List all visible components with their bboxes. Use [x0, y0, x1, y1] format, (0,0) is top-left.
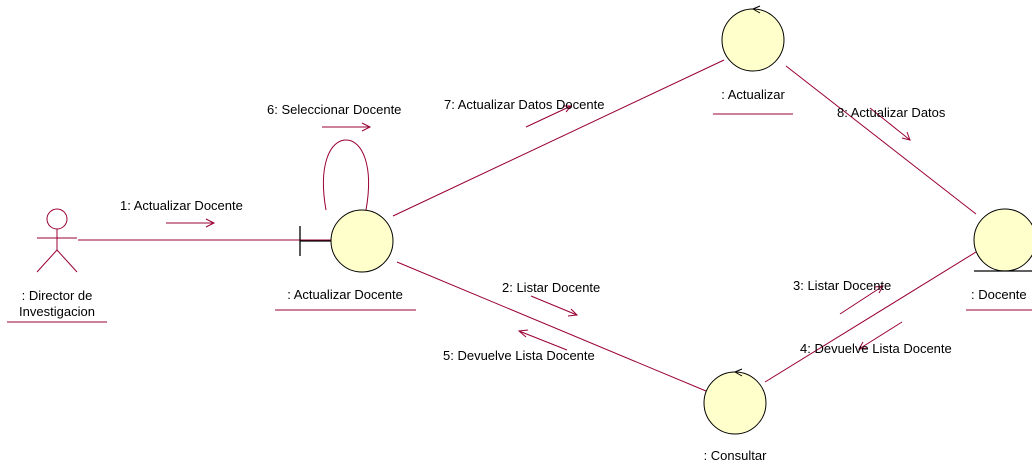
message-label-8: 8: Actualizar Datos — [837, 105, 946, 120]
control-object-actualizar[interactable] — [721, 5, 785, 72]
message-arrow-7 — [525, 105, 573, 128]
message-label-5: 5: Devuelve Lista Docente — [443, 348, 595, 363]
message-label-3: 3: Listar Docente — [793, 278, 891, 293]
actor-label-line1: : Director de — [22, 288, 93, 303]
actor-director[interactable] — [36, 208, 78, 273]
link-boundary-consultar — [396, 261, 707, 392]
object-label-actualizar-docente: : Actualizar Docente — [287, 287, 403, 302]
message-arrow-3 — [839, 285, 884, 315]
entity-object-docente[interactable] — [973, 208, 1032, 272]
message-arrow-1 — [166, 218, 216, 228]
message-arrow-8 — [869, 107, 911, 141]
message-arrow-6 — [322, 122, 372, 132]
actor-head — [46, 208, 68, 230]
link-consultar-docente — [764, 251, 977, 383]
actor-label-line2: Investigacion — [19, 304, 95, 319]
object-label-actualizar: : Actualizar — [721, 87, 785, 102]
object-label-docente: : Docente — [971, 287, 1027, 302]
message-label-1: 1: Actualizar Docente — [120, 198, 243, 213]
message-arrow-5 — [517, 329, 568, 351]
message-label-2: 2: Listar Docente — [502, 280, 600, 295]
object-label-consultar: : Consultar — [704, 448, 768, 463]
message-label-7: 7: Actualizar Datos Docente — [444, 97, 604, 112]
boundary-object-actualizar-docente[interactable] — [299, 209, 394, 273]
link-boundary-actualizar — [392, 59, 725, 217]
message-arrow-4 — [858, 321, 903, 350]
message-label-4: 4: Devuelve Lista Docente — [800, 341, 952, 356]
message-arrow-2 — [530, 295, 579, 317]
link-actualizar-docente — [785, 65, 977, 215]
control-object-consultar[interactable] — [703, 368, 767, 435]
message-label-6: 6: Seleccionar Docente — [267, 102, 401, 117]
self-link-boundary — [322, 139, 370, 211]
